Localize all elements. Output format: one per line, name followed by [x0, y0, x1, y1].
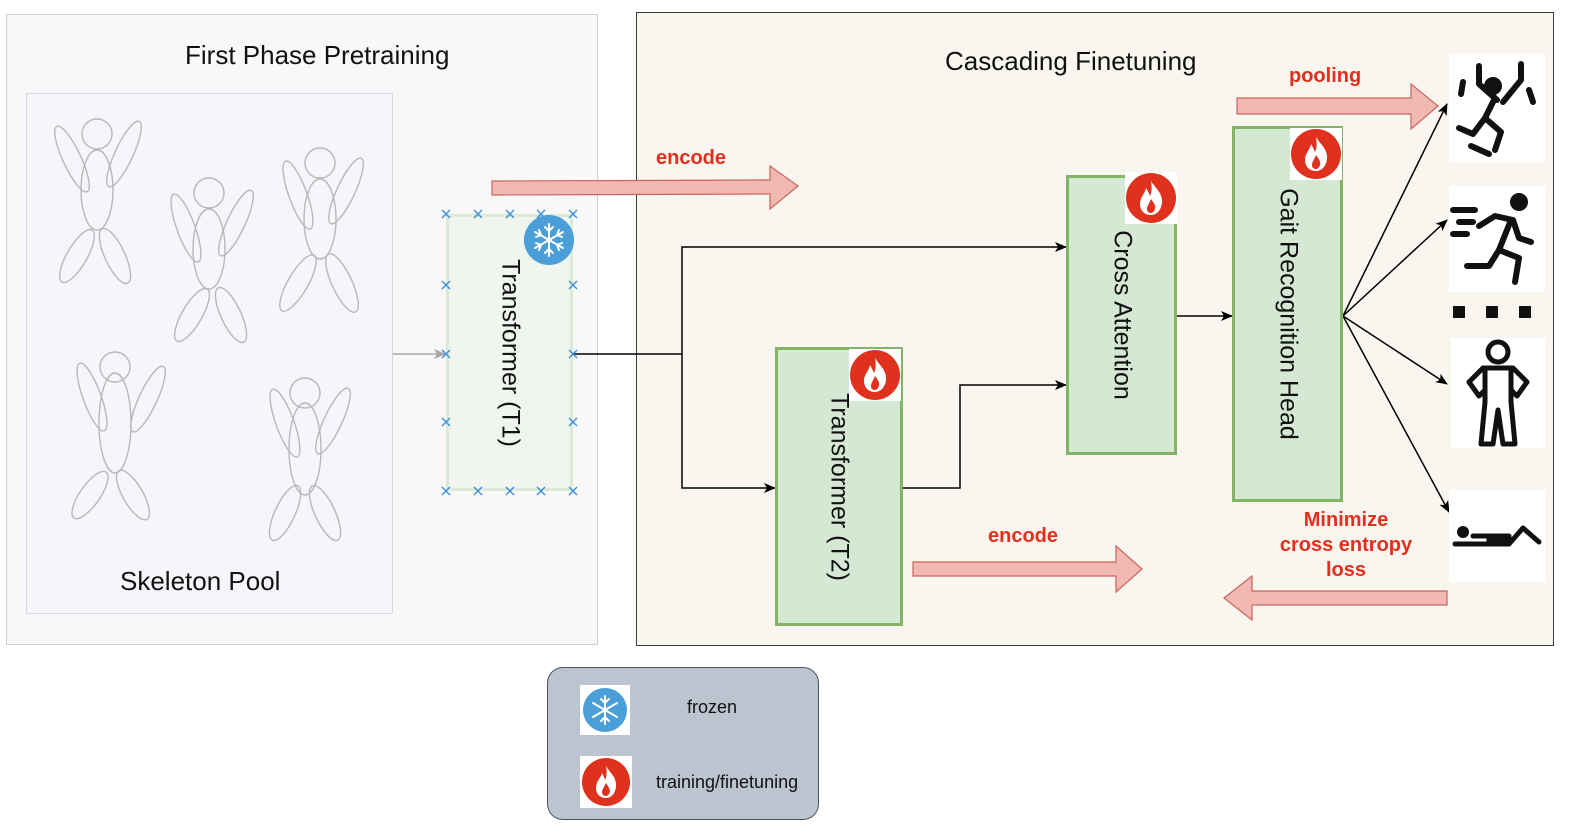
ellipsis-icon [1453, 305, 1531, 318]
loss-label: Minimize cross entropy loss [1266, 508, 1426, 583]
skeleton-pool-box [26, 93, 393, 614]
finetuning-title: Cascading Finetuning [945, 46, 1197, 76]
loss-label-line3: loss [1325, 559, 1367, 581]
skeleton-figure [279, 147, 364, 314]
encode-bottom-arrow [912, 544, 1143, 594]
skeleton-figure [71, 351, 166, 521]
standing-person-icon [1451, 338, 1545, 448]
selection-handle [441, 417, 451, 427]
legend: frozen training/finetuning [547, 667, 819, 820]
fire-icon [582, 758, 630, 806]
skeleton-figure [268, 377, 351, 542]
encode-top-label: encode [656, 147, 727, 169]
training-badge-cross-attention [1125, 172, 1177, 224]
fire-icon [1126, 173, 1176, 223]
skeleton-pool-label: Skeleton Pool [120, 566, 281, 596]
gait-recognition-head-block[interactable]: Gait Recognition Head [1232, 126, 1343, 502]
loss-label-line1: Minimize [1303, 509, 1389, 531]
fire-icon [850, 350, 900, 400]
fire-icon [1291, 129, 1341, 179]
selection-handle [441, 349, 451, 359]
pooling-label: pooling [1289, 65, 1362, 87]
selection-handle [568, 486, 578, 496]
legend-training-swatch [580, 756, 632, 808]
selection-handle [568, 417, 578, 427]
t1-to-t2-line [681, 354, 776, 493]
running-person-icon [1449, 186, 1545, 292]
selection-handle [473, 486, 483, 496]
encode-bottom-label: encode [988, 525, 1059, 547]
encode-top-arrow [491, 164, 799, 211]
snowflake-icon [583, 688, 627, 732]
training-badge-t2 [849, 349, 901, 401]
legend-training-label: training/finetuning [656, 772, 799, 792]
legend-frozen-swatch [580, 685, 630, 735]
head-to-class1-line [1342, 103, 1448, 317]
selection-handle [568, 349, 578, 359]
selection-handle [536, 486, 546, 496]
selection-handle [473, 209, 483, 219]
training-badge-gait-head [1290, 128, 1342, 180]
pretraining-title: First Phase Pretraining [185, 40, 450, 70]
selection-handle [441, 486, 451, 496]
selection-handle [441, 209, 451, 219]
head-to-class4-line [1342, 315, 1450, 513]
selection-handle [568, 280, 578, 290]
skeleton-figure [170, 177, 254, 344]
loss-label-line2: cross entropy [1279, 534, 1413, 556]
frozen-badge-t1 [523, 214, 575, 266]
head-to-class3-line [1342, 315, 1448, 385]
selection-handle [505, 486, 515, 496]
lying-person-icon [1449, 490, 1545, 582]
pooling-arrow [1236, 82, 1439, 131]
selection-handle [568, 209, 578, 219]
selection-handle [505, 209, 515, 219]
t1-to-cross-attention-line [681, 242, 1067, 354]
selection-handle [441, 280, 451, 290]
snowflake-icon [524, 215, 574, 265]
jumping-person-icon [1449, 54, 1545, 162]
skeleton-figure [54, 118, 142, 285]
t2-to-cross-attention-line [903, 380, 1067, 489]
head-to-class2-line [1342, 219, 1448, 317]
loss-arrow [1223, 574, 1448, 622]
legend-frozen-label: frozen [687, 697, 738, 717]
